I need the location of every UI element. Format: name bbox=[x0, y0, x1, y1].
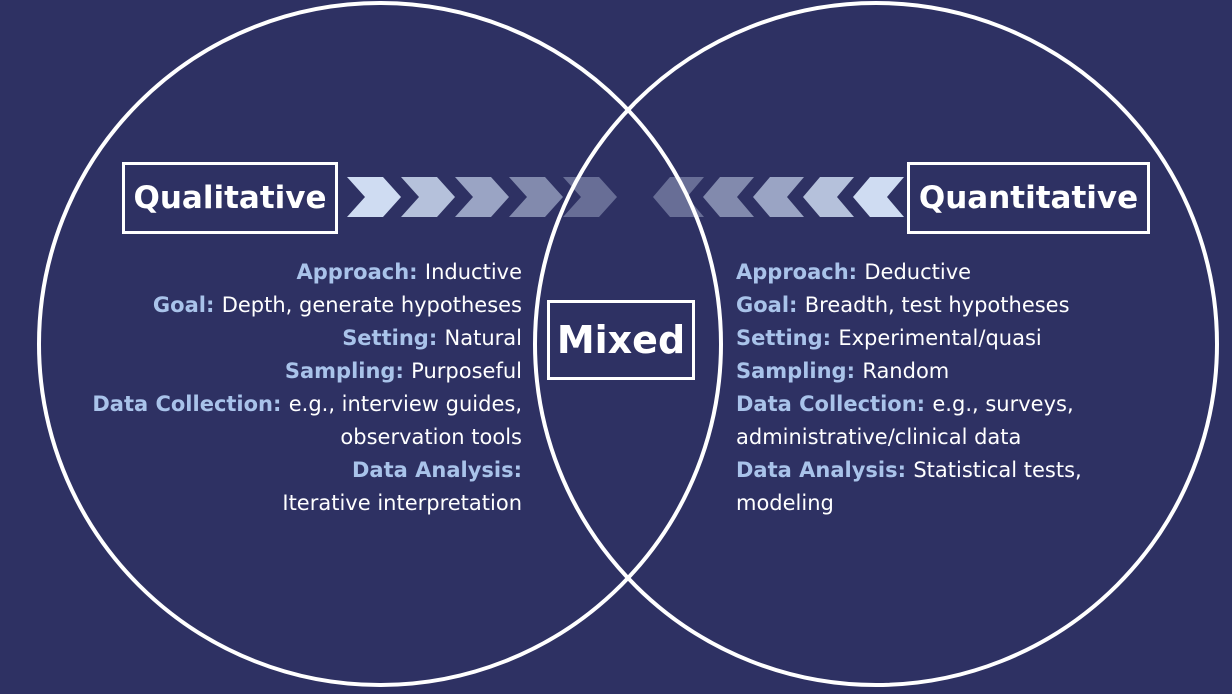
chevron-left-icon bbox=[853, 177, 904, 217]
attribute-value: observation tools bbox=[340, 425, 522, 449]
attribute-value: Deductive bbox=[864, 260, 972, 284]
attribute-separator: : bbox=[395, 359, 412, 383]
attribute-row: Data Collection: e.g., interview guides, bbox=[42, 388, 522, 421]
quantitative-label: Quantitative bbox=[907, 162, 1150, 234]
attribute-separator: : bbox=[273, 392, 289, 416]
attribute-row: Goal: Depth, generate hypotheses bbox=[42, 289, 522, 322]
attribute-key: Data Analysis bbox=[352, 458, 514, 482]
attribute-row: administrative/clinical data bbox=[736, 421, 1176, 454]
attribute-row: Data Collection: e.g., surveys, bbox=[736, 388, 1176, 421]
attribute-value: Depth, generate hypotheses bbox=[221, 293, 522, 317]
attribute-key: Sampling bbox=[736, 359, 847, 383]
chevron-arrows-right bbox=[347, 177, 617, 217]
attribute-value: Inductive bbox=[424, 260, 522, 284]
attribute-separator: : bbox=[848, 260, 865, 284]
attribute-value: Experimental/quasi bbox=[838, 326, 1042, 350]
attribute-value: Purposeful bbox=[411, 359, 522, 383]
attribute-value: Natural bbox=[444, 326, 522, 350]
attribute-key: Setting bbox=[736, 326, 823, 350]
attribute-row: Sampling: Purposeful bbox=[42, 355, 522, 388]
attribute-separator: : bbox=[897, 458, 914, 482]
chevron-right-icon bbox=[401, 177, 455, 217]
attribute-row: Iterative interpretation bbox=[42, 487, 522, 520]
attribute-row: Approach: Deductive bbox=[736, 256, 1176, 289]
attribute-row: modeling bbox=[736, 487, 1176, 520]
attribute-key: Goal bbox=[152, 293, 206, 317]
quantitative-circle bbox=[533, 1, 1219, 687]
chevron-right-icon bbox=[563, 177, 617, 217]
attribute-value: e.g., surveys, bbox=[932, 392, 1074, 416]
attribute-key: Data Collection bbox=[736, 392, 917, 416]
quantitative-attributes: Approach: Deductive Goal: Breadth, test … bbox=[736, 256, 1176, 520]
qualitative-label: Qualitative bbox=[122, 162, 338, 234]
attribute-value: modeling bbox=[736, 491, 834, 515]
attribute-row: Approach: Inductive bbox=[42, 256, 523, 289]
attribute-row: Setting: Experimental/quasi bbox=[736, 322, 1176, 355]
qualitative-attributes: Approach: Inductive Goal: Depth, generat… bbox=[42, 256, 522, 520]
attribute-key: Sampling bbox=[284, 359, 396, 383]
attribute-row: Goal: Breadth, test hypotheses bbox=[736, 289, 1176, 322]
attribute-value: e.g., interview guides, bbox=[288, 392, 522, 416]
attribute-separator: : bbox=[916, 392, 933, 416]
attribute-value: Breadth, test hypotheses bbox=[804, 293, 1070, 317]
chevron-left-icon bbox=[753, 177, 804, 217]
attribute-separator: : bbox=[846, 359, 863, 383]
attribute-row: Data Analysis: bbox=[42, 454, 522, 487]
attribute-key: Setting bbox=[342, 326, 429, 350]
chevron-arrows-left bbox=[653, 177, 904, 217]
attribute-value: administrative/clinical data bbox=[736, 425, 1022, 449]
attribute-separator: : bbox=[822, 326, 839, 350]
attribute-separator: : bbox=[205, 293, 222, 317]
chevron-right-icon bbox=[455, 177, 509, 217]
chevron-right-icon bbox=[347, 177, 401, 217]
qualitative-circle bbox=[37, 1, 723, 687]
attribute-key: Data Analysis bbox=[736, 458, 898, 482]
attribute-separator: : bbox=[409, 260, 425, 284]
attribute-row: Data Analysis: Statistical tests, bbox=[736, 454, 1176, 487]
attribute-key: Goal bbox=[736, 293, 790, 317]
attribute-key: Data Collection bbox=[92, 392, 274, 416]
attribute-separator: : bbox=[789, 293, 805, 317]
attribute-key: Approach bbox=[736, 260, 849, 284]
chevron-left-icon bbox=[803, 177, 854, 217]
attribute-row: Setting: Natural bbox=[42, 322, 522, 355]
attribute-value: Random bbox=[862, 359, 950, 383]
attribute-key: Approach bbox=[296, 260, 410, 284]
attribute-row: observation tools bbox=[42, 421, 522, 454]
chevron-left-icon bbox=[703, 177, 754, 217]
attribute-value: Iterative interpretation bbox=[282, 491, 522, 515]
attribute-separator: : bbox=[513, 458, 522, 482]
attribute-separator: : bbox=[428, 326, 445, 350]
attribute-row: Sampling: Random bbox=[736, 355, 1176, 388]
chevron-right-icon bbox=[509, 177, 563, 217]
mixed-label: Mixed bbox=[547, 300, 695, 380]
attribute-value: Statistical tests, bbox=[913, 458, 1082, 482]
